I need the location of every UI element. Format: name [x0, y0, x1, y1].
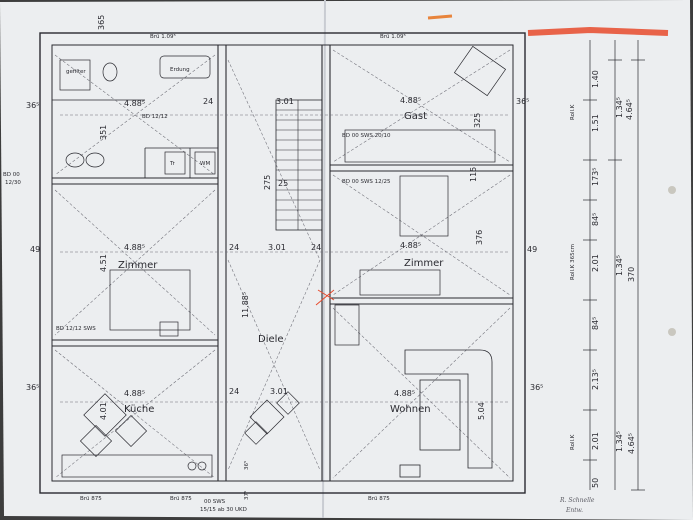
right-dim-201b: 2.01: [591, 432, 600, 450]
room-label-zimmer-left: Zimmer: [118, 260, 158, 271]
signature-2: Entw.: [565, 507, 583, 514]
note-bd-sws: BD 00 SWS 20/10: [342, 133, 391, 139]
dim-top-width-left: 4.88⁵: [124, 99, 145, 108]
note-bd00: BD 00: [3, 172, 20, 178]
dim-kueche-w: 4.88⁵: [124, 389, 145, 398]
right-dim-50: 50: [591, 478, 600, 488]
room-label-zimmer-right: Zimmer: [404, 258, 444, 269]
dim-365-left: 36⁵: [26, 101, 39, 110]
note-bru-top: Brü 1.09⁵: [380, 33, 406, 40]
right-rollk-2: Roll.K 365cm: [570, 244, 576, 280]
right-dim-151: 1.51: [591, 114, 600, 132]
dim-stair-w-top: 3.01: [276, 97, 294, 106]
right-rollk-1: Roll.K: [570, 104, 576, 120]
label-gefilter: gefilter: [66, 69, 86, 75]
dim-top-width-right: 4.88⁵: [400, 96, 421, 105]
electrical-lines: [54, 49, 511, 479]
dim-376: 376: [475, 230, 484, 245]
dim-24-c: 24: [229, 387, 239, 396]
label-tr: Tr: [169, 161, 176, 167]
note-bd-sws2: BD 00 SWS 12/25: [342, 179, 391, 185]
dim-365-right-2: 36⁵: [530, 383, 543, 392]
dim-365-left-2: 36⁵: [26, 383, 39, 392]
dim-275: 275: [263, 175, 272, 190]
dim-wohnen-w: 4.88⁵: [394, 389, 415, 398]
note-bottom-sws: 00 SWS: [204, 499, 226, 505]
dim-351: 351: [99, 125, 108, 140]
note-bottom-365: 36⁵: [243, 461, 250, 470]
right-dim-845b: 84⁵: [591, 317, 600, 330]
sofa: [399, 349, 493, 478]
dim-365-right: 36⁵: [516, 97, 529, 106]
dim-zimmer-w-left: 4.88⁵: [124, 243, 145, 252]
right-dim-1345c: 1.34⁵: [615, 431, 624, 452]
right-dimension-chain: [583, 40, 645, 491]
dim-24-b: 24: [229, 243, 239, 252]
bathroom-fixtures: [59, 55, 216, 175]
note-bottom-375: 37⁵: [243, 491, 250, 500]
dim-49-right: 49: [527, 245, 537, 254]
note-bd1230: 12/30: [5, 180, 21, 186]
right-dim-4645: 4.64⁵: [625, 99, 634, 120]
right-dim-1735: 173⁵: [591, 168, 600, 186]
note-bru-top-left: Brü 1.09⁵: [150, 33, 176, 40]
dim-top-365: 365: [97, 15, 106, 30]
right-dim-2135: 2.13⁵: [591, 369, 600, 390]
dim-451: 4.51: [99, 254, 108, 272]
note-bd12sws: BD 12/12 SWS: [56, 326, 96, 332]
dim-504: 5.04: [477, 402, 486, 420]
room-label-wohnen: Wohnen: [390, 404, 431, 415]
dim-25: 25: [278, 179, 288, 188]
right-dim-1345: 1.34⁵: [615, 97, 624, 118]
dim-49-left: 49: [30, 245, 40, 254]
kitchen-fixtures: [61, 393, 213, 478]
note-bru-bottom-mid: Brü 875: [170, 496, 192, 502]
label-wm: WM: [200, 161, 210, 167]
note-bd1212: BD 12/12: [142, 114, 168, 120]
right-dim-1345b: 1.34⁵: [615, 255, 624, 276]
dim-zimmer-w-right: 4.88⁵: [400, 241, 421, 250]
dim-diele-w: 3.01: [270, 387, 288, 396]
room-label-kueche: Küche: [124, 404, 154, 415]
room-label-diele: Diele: [258, 334, 284, 345]
right-dim-845a: 84⁵: [591, 213, 600, 226]
note-bru-bottom-right: Brü 875: [368, 496, 390, 502]
red-marker-stroke: [527, 26, 669, 36]
right-rollk-3: Roll.K: [570, 434, 576, 450]
right-dim-4645b: 4.64⁵: [627, 433, 636, 454]
right-dim-140: 1.40: [591, 70, 600, 88]
right-dim-201a: 2.01: [591, 254, 600, 272]
dim-stair-w-mid: 3.01: [268, 243, 286, 252]
dim-24-d: 24: [311, 243, 321, 252]
dim-115: 115: [469, 167, 478, 182]
dim-diele-len: 11.88⁵: [241, 292, 250, 318]
label-erdung: Erdung: [170, 67, 190, 73]
note-bru-bottom-left: Brü 875: [80, 496, 102, 502]
dim-24-a: 24: [203, 97, 213, 106]
dim-325: 325: [473, 113, 482, 128]
signature: R. Schnelle: [559, 497, 595, 504]
note-bottom-ukd: 15/15 ab 30 UKD: [200, 507, 247, 513]
room-label-gast: Gast: [404, 111, 427, 122]
right-dim-370: 370: [627, 267, 636, 282]
dim-401: 4.01: [99, 402, 108, 420]
